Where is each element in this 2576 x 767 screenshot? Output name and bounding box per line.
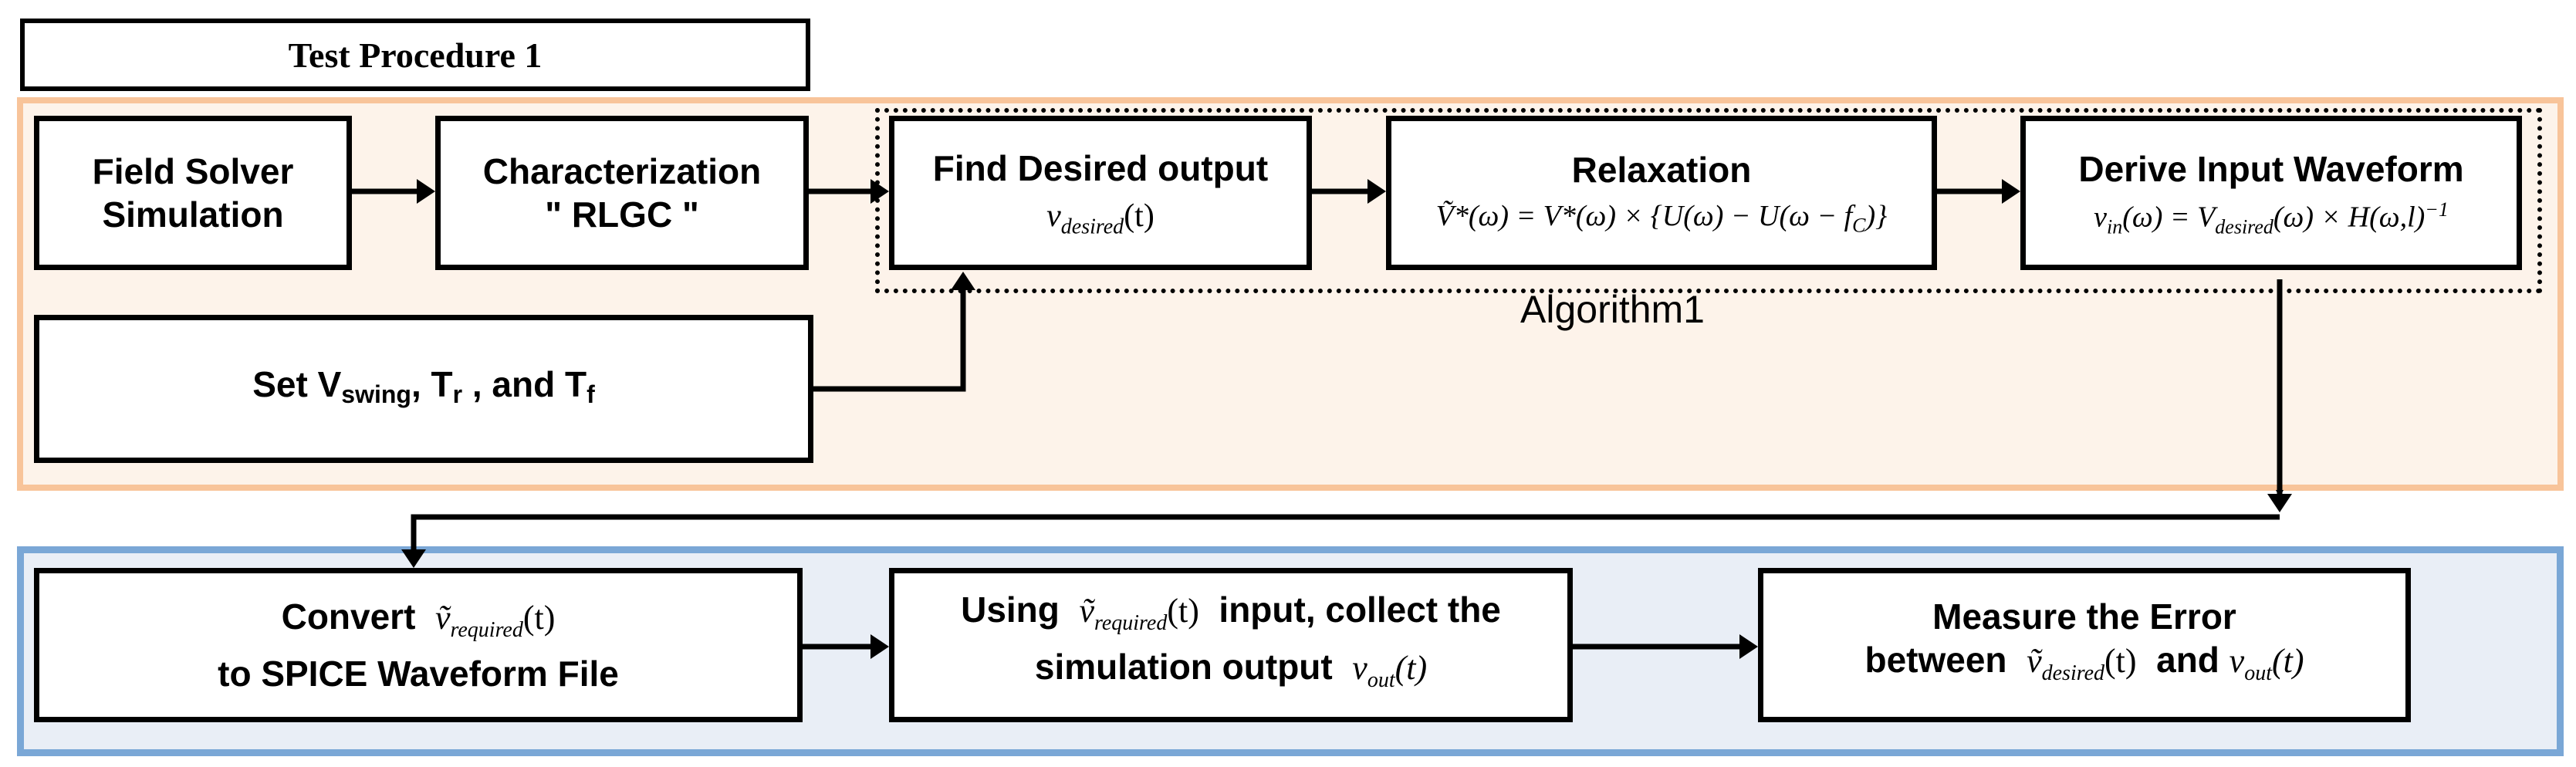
arrowhead-derive-input <box>2267 494 2292 512</box>
arrow-set-params-to-find-desired <box>813 279 967 392</box>
set-params-box: Set Vswing, Tr , and Tf <box>34 315 813 463</box>
relaxation-label: Relaxation <box>1571 150 1752 191</box>
using-line2: simulation output vout(t) <box>1034 647 1428 692</box>
measure-line2: between ṽdesired(t) and vout(t) <box>1864 640 2304 685</box>
set-params-label: Set Vswing, Tr , and Tf <box>252 363 595 408</box>
arrowhead-set-params <box>951 272 975 290</box>
measure-box: Measure the Error between ṽdesired(t) an… <box>1758 568 2411 722</box>
characterization-box: Characterization " RLGC " <box>435 116 809 270</box>
arrowhead-relaxation <box>2002 179 2020 204</box>
using-box: Using ṽrequired(t) input, collect the si… <box>889 568 1573 722</box>
field-solver-box: Field Solver Simulation <box>34 116 352 270</box>
relaxation-box: Relaxation Ṽ*(ω) = V*(ω) × {U(ω) − U(ω −… <box>1386 116 1937 270</box>
input-waveform-equation: vin(ω) = Vdesired(ω) × H(ω,l)−1 <box>2094 198 2449 238</box>
convert-box: Convert ṽrequired(t) to SPICE Waveform F… <box>34 568 803 722</box>
arrowhead-using <box>870 634 889 659</box>
algorithm-label: Algorithm1 <box>1520 288 1705 331</box>
procedure-title: Test Procedure 1 <box>20 19 810 91</box>
arrowhead-measure <box>1739 634 1758 659</box>
measure-line1: Measure the Error <box>1932 596 2236 637</box>
arrow-to-convert <box>410 514 2280 559</box>
arrowhead-find-desired <box>1367 179 1386 204</box>
find-desired-box: Find Desired output vdesired(t) <box>889 116 1312 270</box>
algorithm-frame <box>875 108 2542 293</box>
find-desired-label: Find Desired output <box>932 147 1269 188</box>
characterization-line2: " RLGC " <box>545 194 699 235</box>
convert-line2: to SPICE Waveform File <box>218 653 619 694</box>
derive-input-label: Derive Input Waveform <box>2078 148 2464 189</box>
characterization-line1: Characterization <box>482 151 762 191</box>
derive-input-box: Derive Input Waveform vin(ω) = Vdesired(… <box>2020 116 2522 270</box>
field-solver-line2: Simulation <box>102 194 284 235</box>
arrowhead-fieldsolver <box>417 179 435 204</box>
using-line1: Using ṽrequired(t) input, collect the <box>961 590 1501 635</box>
arrowhead-convert <box>401 549 426 568</box>
desired-output-equation: vdesired(t) <box>1046 198 1154 239</box>
arrowhead-characterization <box>870 179 889 204</box>
relaxation-equation: Ṽ*(ω) = V*(ω) × {U(ω) − U(ω − fC)} <box>1435 200 1888 237</box>
convert-line1: Convert ṽrequired(t) <box>281 596 556 642</box>
field-solver-line1: Field Solver <box>92 151 294 191</box>
